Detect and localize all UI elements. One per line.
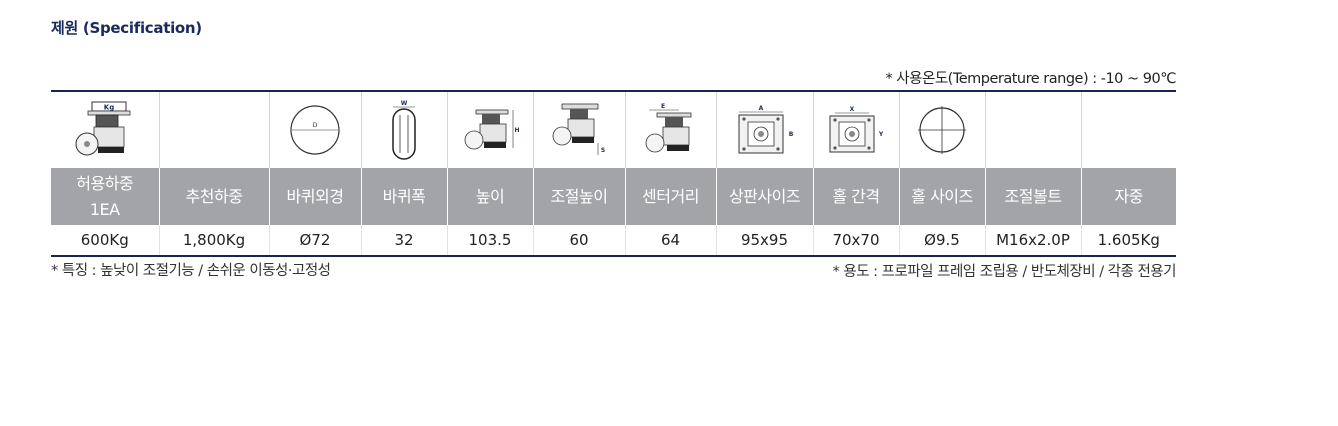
header-height: 높이 — [447, 168, 534, 225]
load-label: Kg — [104, 104, 114, 112]
hole-y-label: Y — [878, 131, 884, 138]
header-recommended-load: 추천하중 — [159, 168, 270, 225]
adjust-diagram-cell: S — [533, 90, 626, 168]
wheel-width-label: W — [401, 100, 408, 107]
blank-diagram-cell — [159, 90, 270, 168]
diagram-row: Kg D W — [51, 90, 1176, 168]
value-adjust-height: 60 — [533, 225, 626, 257]
plate-b-label: B — [788, 131, 793, 138]
header-plate-size: 상판사이즈 — [716, 168, 814, 225]
value-wheel-diameter: Ø72 — [269, 225, 362, 257]
value-adjust-bolt: M16x2.0P — [985, 225, 1082, 257]
header-center-distance: 센터거리 — [625, 168, 717, 225]
wheel-width-cell: W — [361, 90, 448, 168]
wheel-dia-label: D — [313, 122, 318, 129]
blank-diagram-cell — [985, 90, 1082, 168]
value-height: 103.5 — [447, 225, 534, 257]
hole-size-icon — [918, 106, 966, 154]
hole-size-cell — [899, 90, 986, 168]
header-adjust-bolt: 조절볼트 — [985, 168, 1082, 225]
feature-note: * 특징 : 높낮이 조절기능 / 손쉬운 이동성·고정성 — [51, 263, 331, 279]
hole-x-label: X — [850, 106, 855, 113]
header-wheel-width: 바퀴폭 — [361, 168, 448, 225]
value-allowable-load: 600Kg — [51, 225, 160, 257]
caster-center-icon: E — [645, 103, 691, 153]
height-label: H — [514, 127, 519, 134]
page-title: 제원 (Specification) — [51, 19, 202, 37]
header-row: 허용하중 1EA 추천하중 바퀴외경 바퀴폭 높이 조절높이 센터거리 상판사이… — [51, 168, 1176, 225]
value-hole-spacing: 70x70 — [813, 225, 900, 257]
center-label: E — [660, 103, 664, 110]
usage-note: * 용도 : 프로파일 프레임 조립용 / 반도체장비 / 각종 전용기 — [832, 264, 1177, 280]
header-allowable-load: 허용하중 1EA — [51, 168, 160, 225]
value-wheel-width: 32 — [361, 225, 448, 257]
value-center-distance: 64 — [625, 225, 717, 257]
value-hole-size: Ø9.5 — [899, 225, 986, 257]
value-row: 600Kg 1,800Kg Ø72 32 103.5 60 64 95x95 7… — [51, 225, 1176, 257]
header-hole-size: 홀 사이즈 — [899, 168, 986, 225]
wheel-diameter-cell: D — [269, 90, 362, 168]
caster-height-icon: H — [464, 109, 520, 150]
blank-diagram-cell — [1081, 90, 1176, 168]
hole-spacing-icon: X Y — [829, 106, 884, 153]
load-diagram-cell: Kg — [51, 90, 160, 168]
value-weight: 1.605Kg — [1081, 225, 1176, 257]
hole-spacing-cell: X Y — [813, 90, 900, 168]
header-wheel-diameter: 바퀴외경 — [269, 168, 362, 225]
spec-table: Kg D W — [51, 90, 1176, 257]
wheel-diameter-icon: D — [290, 105, 340, 155]
caster-load-icon: Kg — [75, 101, 131, 156]
wheel-width-icon: W — [392, 100, 416, 160]
adjust-label: S — [601, 147, 605, 154]
plate-size-icon: A B — [738, 105, 793, 154]
plate-size-cell: A B — [716, 90, 814, 168]
header-hole-spacing: 홀 간격 — [813, 168, 900, 225]
header-adjust-height: 조절높이 — [533, 168, 626, 225]
value-plate-size: 95x95 — [716, 225, 814, 257]
center-diagram-cell: E — [625, 90, 717, 168]
value-recommended-load: 1,800Kg — [159, 225, 270, 257]
caster-adjust-icon: S — [552, 103, 605, 155]
plate-a-label: A — [758, 105, 763, 112]
height-diagram-cell: H — [447, 90, 534, 168]
temperature-note: * 사용온도(Temperature range) : -10 ~ 90℃ — [885, 71, 1176, 87]
header-weight: 자중 — [1081, 168, 1176, 225]
